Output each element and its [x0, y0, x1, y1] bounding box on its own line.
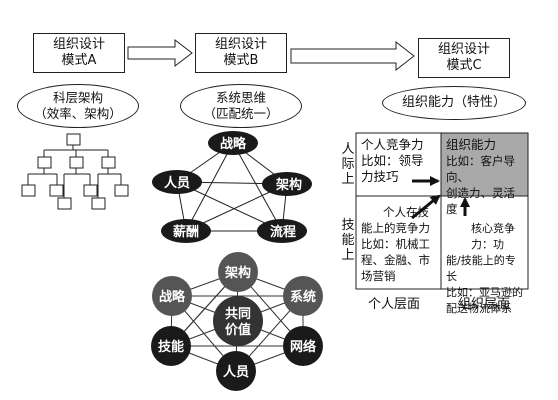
- network-strategy: [152, 276, 192, 316]
- node-process-label: 流程: [270, 224, 296, 240]
- mode-a-line1: 组织设计: [52, 37, 105, 52]
- tree-leaf-node: [83, 184, 98, 197]
- network-skills-label: 技能: [158, 339, 184, 355]
- focus-a-line2: （效率、架构）: [34, 106, 122, 121]
- tree-mid-node: [69, 156, 84, 169]
- row-label-char: 技: [341, 218, 355, 233]
- network-people-label: 人员: [223, 364, 249, 380]
- mode-c-line1: 组织设计: [437, 42, 490, 57]
- network-nodes: 共同 价值 架构 系统 网络 人员 技能 战略: [151, 252, 323, 391]
- cell-text-line: 配送物流体系: [446, 302, 512, 315]
- matrix-highlight-cell: [441, 133, 528, 196]
- row-label-char: 际: [341, 157, 355, 172]
- focus-c-ellipse: 组织能力（特性）: [382, 86, 526, 120]
- node-strategy-label: 战略: [220, 136, 247, 152]
- cell-text-line: 核心竞争力：功: [471, 222, 515, 251]
- cell-text-line: 比如：机械工: [361, 237, 430, 251]
- node-process: [257, 219, 307, 243]
- tree-root-node: [66, 133, 81, 146]
- cell-text-line: 比如：亚马逊的: [446, 286, 523, 299]
- cell-text-line: 个人在技: [383, 205, 429, 219]
- focus-b-line1: 系统思维: [215, 90, 266, 105]
- network-network: [283, 326, 323, 366]
- node-compensation: [161, 219, 211, 243]
- tree-leaf-node: [21, 184, 36, 197]
- focus-a-ellipse: 科层架构 （效率、架构）: [17, 84, 139, 128]
- row-label-char: 人: [341, 142, 355, 157]
- network-skills: [151, 326, 191, 366]
- cell-text-line: 程、金融、市: [361, 253, 430, 267]
- cell-text-line: 能/技能上的专长: [446, 254, 516, 283]
- cell-text-line: 力技巧: [361, 169, 399, 184]
- network-structure: [218, 252, 258, 292]
- row-label-char: 能: [341, 233, 355, 248]
- tree-mid-node: [37, 156, 52, 169]
- network-center: [213, 296, 263, 346]
- network-strategy-label: 战略: [159, 289, 186, 305]
- col-label-organizational: 组织层面: [458, 297, 511, 312]
- block-arrow-a-to-b: [127, 38, 193, 68]
- cell-text-line: 能上的竞争力: [361, 221, 430, 235]
- focus-a-line1: 科层架构: [52, 90, 103, 105]
- cell-individual-interpersonal: 个人竞争力 比如：领导 力技巧: [357, 134, 441, 188]
- tree-leaf-node: [49, 184, 64, 197]
- node-people-label: 人员: [164, 175, 190, 191]
- cell-text-line: 个人竞争力: [361, 137, 424, 152]
- mode-b-line2: 模式B: [223, 53, 259, 68]
- cell-individual-technical: 个人在技 能上的竞争力 比如：机械工 程、金融、市 场营销: [357, 201, 441, 287]
- node-structure-label: 架构: [275, 177, 302, 193]
- focus-c-line1: 组织能力（特性）: [401, 95, 506, 110]
- network-network-label: 网络: [290, 339, 316, 355]
- pentagon-diagonal: [185, 142, 234, 232]
- node-compensation-label: 薪酬: [173, 224, 199, 240]
- node-structure: [262, 172, 312, 196]
- mode-c-box: 组织设计 模式C: [418, 38, 510, 78]
- row-label-char: 上: [341, 248, 355, 263]
- focus-b-ellipse: 系统思维 （匹配统一）: [180, 84, 302, 128]
- mode-a-box: 组织设计 模式A: [33, 33, 125, 73]
- network-system-label: 系统: [290, 289, 316, 305]
- tree-leaf-node: [57, 197, 72, 210]
- mode-a-line2: 模式A: [61, 53, 97, 68]
- network-structure-label: 架构: [224, 265, 251, 281]
- network-people: [216, 351, 256, 391]
- pentagon-diagonal: [232, 142, 283, 232]
- capability-matrix: [355, 132, 529, 290]
- hierarchy-tree: [21, 133, 129, 210]
- network-system: [283, 276, 323, 316]
- tree-leaf-node: [114, 184, 129, 197]
- node-strategy: [208, 131, 258, 155]
- row-label-char: 上: [341, 172, 355, 187]
- network-center-line1: 共同: [225, 306, 251, 322]
- cell-text-line: 比如：客户导向、: [446, 154, 515, 184]
- cell-text-line: 比如：领导: [361, 153, 424, 168]
- cell-org-interpersonal: 组织能力 比如：客户导向、 创造力、灵活度: [442, 134, 528, 220]
- arrow-skill-to-org: [411, 194, 441, 220]
- tree-leaf-node: [91, 197, 106, 210]
- mode-c-line2: 模式C: [446, 58, 482, 73]
- node-people: [152, 170, 202, 194]
- matrix-frame: [355, 132, 529, 290]
- focus-b-line2: （匹配统一）: [203, 106, 279, 121]
- row-label-interpersonal: 人 际 上: [341, 142, 355, 187]
- network-center-line2: 价值: [225, 322, 251, 338]
- cell-text-line: 场营销: [361, 269, 396, 283]
- cell-org-technical: 核心竞争力：功 能/技能上的专长 比如：亚马逊的 配送物流体系: [442, 218, 528, 320]
- cell-text-line: 创造力、灵活度: [446, 186, 515, 216]
- pentagon-nodes: 战略 架构 流程 薪酬 人员: [152, 131, 312, 243]
- block-arrow-b-to-c: [290, 40, 415, 72]
- tree-mid-node: [101, 156, 116, 169]
- mode-b-box: 组织设计 模式B: [195, 33, 287, 73]
- cell-text-line: 组织能力: [446, 137, 497, 152]
- col-label-individual: 个人层面: [368, 297, 421, 312]
- row-label-technical: 技 能 上: [341, 218, 355, 263]
- mode-b-line1: 组织设计: [214, 37, 267, 52]
